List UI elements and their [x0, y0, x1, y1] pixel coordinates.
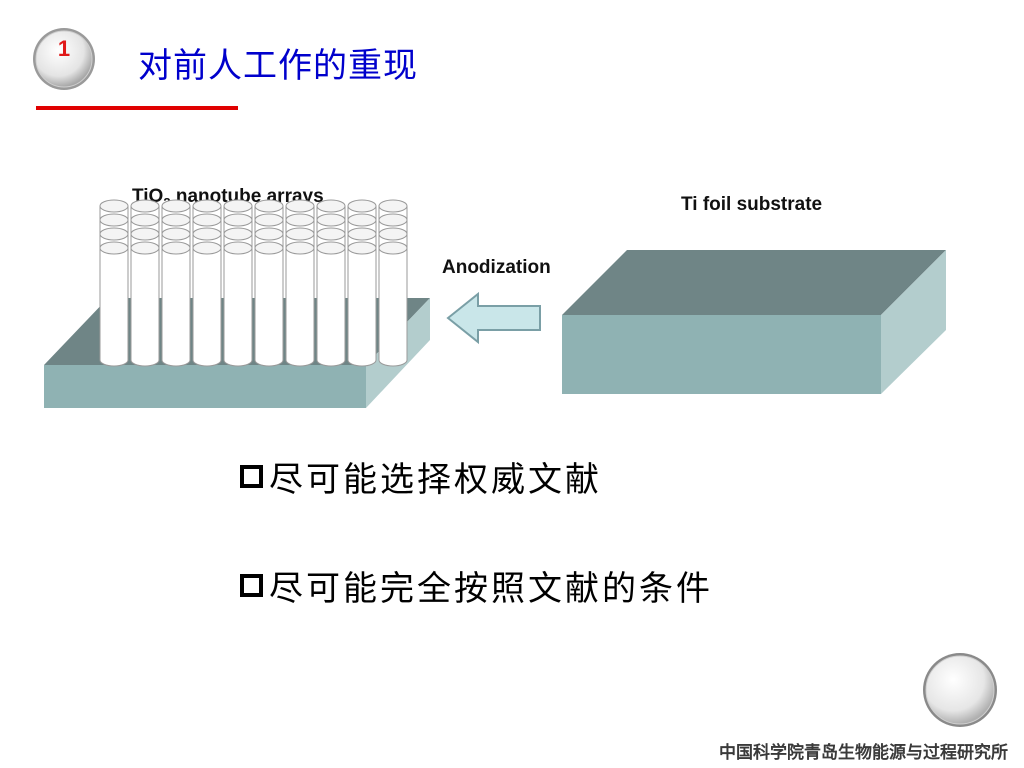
slide-number-badge	[33, 28, 95, 90]
nanotube-top	[254, 241, 284, 255]
nanotube-top	[316, 227, 346, 241]
nanotube-top	[161, 199, 191, 213]
bullet-list: 尽可能选择权威文献 尽可能完全按照文献的条件	[238, 448, 713, 666]
nanotube-top	[192, 241, 222, 255]
nanotube-body	[378, 247, 408, 367]
bullet-text: 尽可能选择权威文献	[269, 459, 602, 500]
nanotube-top	[254, 199, 284, 213]
nanotube-top	[192, 199, 222, 213]
nanotube-top	[378, 199, 408, 213]
footer-institution: 中国科学院青岛生物能源与过程研究所	[719, 743, 1008, 763]
nanotube-body	[316, 247, 346, 367]
nanotube-array	[99, 199, 408, 367]
nanotube-top	[130, 213, 160, 227]
nanotube-top	[285, 213, 315, 227]
nanotube-body	[223, 247, 253, 367]
nanotube-top	[192, 227, 222, 241]
slide-number: 1	[57, 36, 71, 61]
bullet-item: 尽可能选择权威文献	[238, 448, 713, 504]
nanotube-body	[347, 247, 377, 367]
page-title: 对前人工作的重现	[138, 46, 418, 86]
nanotube-top	[285, 241, 315, 255]
ti-foil-slab	[562, 250, 946, 394]
nanotube-top	[192, 213, 222, 227]
nanotube-top	[254, 227, 284, 241]
nanotube-top	[347, 199, 377, 213]
nanotube-body	[161, 247, 191, 367]
nanotube-top	[161, 227, 191, 241]
nanotube-top	[378, 227, 408, 241]
bullet-item: 尽可能完全按照文献的条件	[238, 557, 713, 613]
nanotube-top	[99, 241, 129, 255]
ti-foil-label: Ti foil substrate	[681, 194, 822, 215]
nanotube-body	[285, 247, 315, 367]
nanotube-top	[223, 213, 253, 227]
nanotube-top	[285, 199, 315, 213]
nanotube-top	[378, 241, 408, 255]
bullet-text: 尽可能完全按照文献的条件	[269, 568, 713, 609]
square-bullet-icon	[240, 464, 263, 488]
nanotube-top	[223, 199, 253, 213]
nanotube-top	[99, 199, 129, 213]
nanotube-top	[99, 213, 129, 227]
anodization-label: Anodization	[442, 257, 551, 278]
nanotube-top	[223, 241, 253, 255]
nanotube-top	[285, 227, 315, 241]
nanotube-top	[99, 227, 129, 241]
nanotube-top	[316, 199, 346, 213]
nanotube-body	[130, 247, 160, 367]
nanotube-top	[316, 241, 346, 255]
title-underline	[36, 106, 238, 110]
nanotube-top	[130, 227, 160, 241]
nanotube-top	[130, 199, 160, 213]
nanotube-body	[192, 247, 222, 367]
left-arrow-icon	[446, 291, 541, 345]
nanotube-top	[347, 241, 377, 255]
nanotube-top	[161, 241, 191, 255]
nanotube-top	[254, 213, 284, 227]
nanotube-top	[161, 213, 191, 227]
nanotube-body	[99, 247, 129, 367]
anodization-figure: TiO2 nanotube arrays Anodization Ti foil…	[44, 186, 946, 408]
nanotube-top	[347, 227, 377, 241]
nanotube-top	[347, 213, 377, 227]
nanotube-top	[316, 213, 346, 227]
square-bullet-icon	[240, 573, 263, 597]
nanotube-top	[378, 213, 408, 227]
nanotube-top	[223, 227, 253, 241]
nanotube-body	[254, 247, 284, 367]
nav-circle-button[interactable]	[920, 650, 1000, 730]
nanotube-top	[130, 241, 160, 255]
